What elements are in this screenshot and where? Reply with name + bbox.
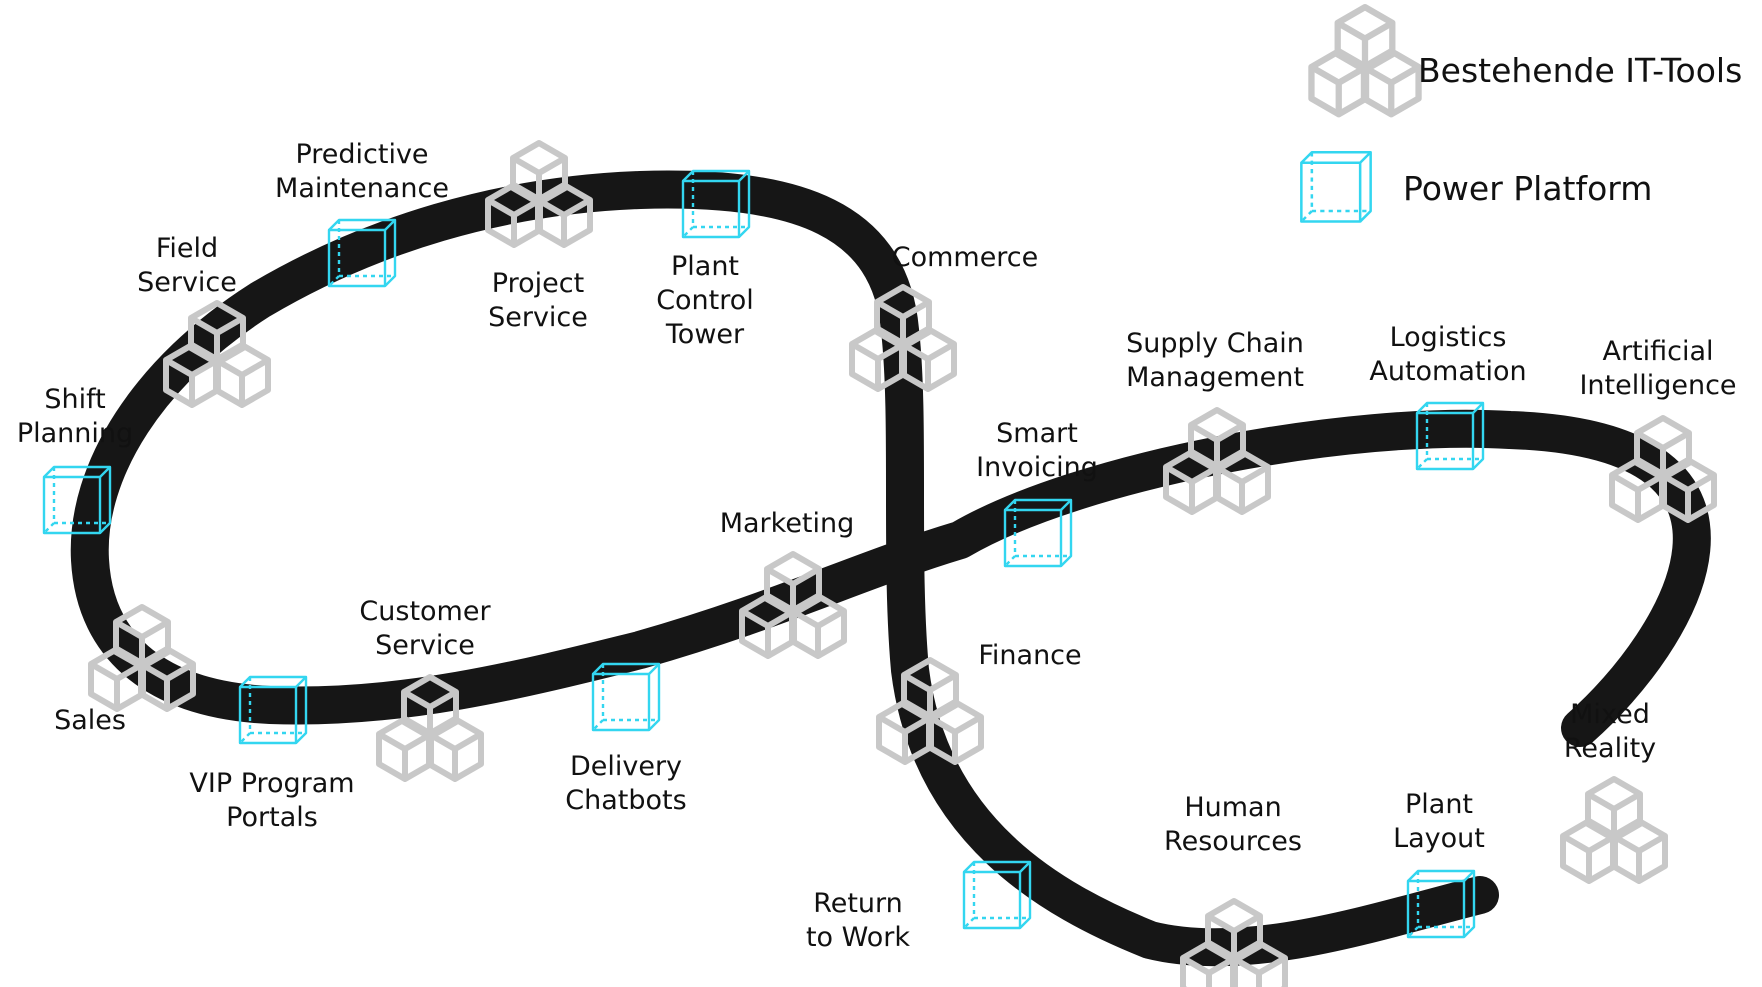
legend-existing-label: Bestehende IT-Tools xyxy=(1418,51,1742,90)
legend: Bestehende IT-Tools Power Platform xyxy=(1300,7,1742,223)
node-label-line: Plant xyxy=(671,251,739,282)
legend-existing-icon xyxy=(1311,7,1418,114)
node-label-line: Project xyxy=(492,268,584,299)
node-label-line: Portals xyxy=(226,802,318,833)
power-platform-cube-icon xyxy=(1003,498,1073,568)
node-label-line: Commerce xyxy=(892,242,1039,273)
node-label-line: Logistics xyxy=(1390,322,1507,353)
node-label-line: Intelligence xyxy=(1579,370,1736,401)
power-platform-cube-icon xyxy=(42,465,112,535)
cyan-wireframe-cube-icon xyxy=(1300,150,1372,223)
node-label-line: Tower xyxy=(665,319,745,350)
power-platform-cube-icon xyxy=(1406,869,1476,939)
node-label-line: Predictive xyxy=(295,139,428,170)
node-label-line: VIP Program xyxy=(189,768,354,799)
node-label-line: Return xyxy=(813,888,903,919)
node-label-line: Layout xyxy=(1393,823,1485,854)
nodes-layer: ShiftPlanningFieldServicePredictiveMaint… xyxy=(17,139,1737,987)
node-label-line: Management xyxy=(1126,362,1304,393)
power-platform-cube-icon xyxy=(327,218,397,288)
legend-power-label: Power Platform xyxy=(1403,169,1652,208)
power-platform-cube-icon xyxy=(962,860,1032,930)
node-label-line: Service xyxy=(488,302,588,333)
power-platform-cube-icon xyxy=(591,662,661,732)
node-label-line: Shift xyxy=(44,384,105,415)
node-label-line: Service xyxy=(375,630,475,661)
node-label-line: Marketing xyxy=(720,508,855,539)
node-label-line: Field xyxy=(156,233,218,264)
node-label-line: Chatbots xyxy=(565,785,686,816)
node-label-line: Smart xyxy=(996,418,1078,449)
power-platform-cube-icon xyxy=(1415,401,1485,471)
node-label-line: Finance xyxy=(978,640,1081,671)
legend-power-icon xyxy=(1300,150,1372,223)
node-label-line: Planning xyxy=(17,418,133,449)
node-label-line: Mixed xyxy=(1570,699,1650,730)
power-platform-cube-icon xyxy=(681,169,751,239)
node-finance: Finance xyxy=(879,640,1082,762)
node-label-line: Reality xyxy=(1564,733,1656,764)
node-label-line: Service xyxy=(137,267,237,298)
node-label-line: Control xyxy=(656,285,754,316)
node-sales: Sales xyxy=(54,607,193,736)
node-commerce: Commerce xyxy=(852,242,1038,389)
power-platform-cube-icon xyxy=(238,675,308,745)
node-label-line: Artificial xyxy=(1602,336,1713,367)
existing-it-tool-cubes-icon xyxy=(488,143,590,245)
node-label-line: Sales xyxy=(54,705,126,736)
node-label-line: Delivery xyxy=(570,751,682,782)
node-label-line: Plant xyxy=(1405,789,1473,820)
node-label-line: Maintenance xyxy=(275,173,449,204)
node-marketing: Marketing xyxy=(720,508,855,656)
existing-it-tool-cubes-icon xyxy=(1563,779,1665,881)
node-label-line: Supply Chain xyxy=(1126,328,1304,359)
existing-it-tool-cubes-icon xyxy=(1166,410,1268,512)
node-label-line: Resources xyxy=(1164,826,1302,857)
node-label-line: Customer xyxy=(359,596,491,627)
node-label-line: Invoicing xyxy=(976,452,1098,483)
node-label-line: to Work xyxy=(806,922,910,953)
node-label-line: Human xyxy=(1184,792,1281,823)
gray-cube-stack-icon xyxy=(1311,7,1418,114)
node-label-line: Automation xyxy=(1369,356,1526,387)
